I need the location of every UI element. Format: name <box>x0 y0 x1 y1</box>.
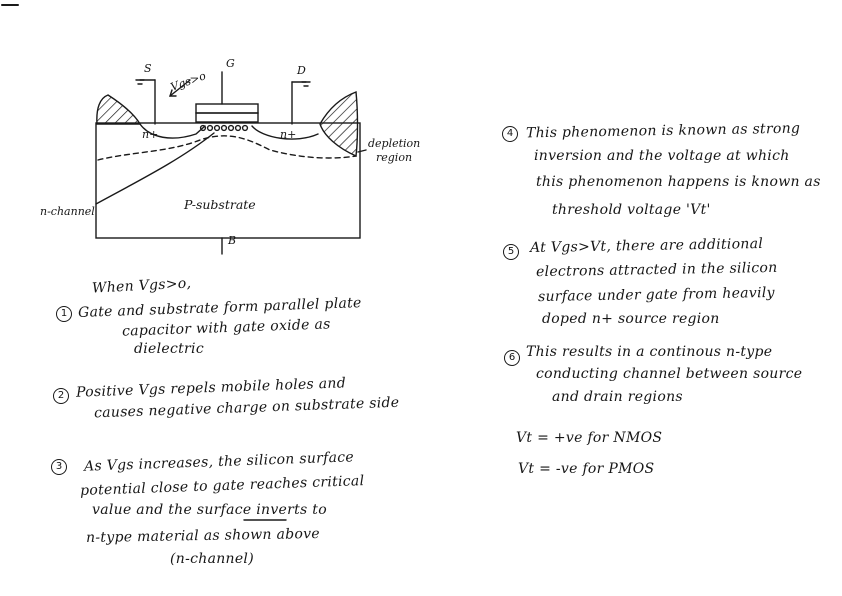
source-label: S <box>144 62 152 75</box>
gate-oxide <box>195 112 259 123</box>
point-5-line: doped n+ source region <box>542 311 720 327</box>
vt-pmos-text: Vt = -ve for PMOS <box>518 461 655 477</box>
point-number: 1 <box>56 306 72 322</box>
n-plus-right-boundary <box>251 125 319 140</box>
depletion-boundary <box>97 135 357 161</box>
n-plus-right-label: n+ <box>280 128 297 141</box>
vt-nmos-text: Vt = +ve for NMOS <box>516 430 663 446</box>
body-label: B <box>228 234 237 247</box>
point-number: 4 <box>502 126 518 142</box>
point-number: 2 <box>53 388 69 404</box>
point-4-line: this phenomenon happens is known as <box>536 174 821 190</box>
point-4-line: inversion and the voltage at which <box>534 148 790 164</box>
gate-label: G <box>226 57 235 70</box>
depletion-pointer <box>357 149 367 153</box>
n-plus-left-label: n+ <box>142 128 159 141</box>
point-number: 6 <box>504 350 520 366</box>
gate-electrode <box>195 103 259 114</box>
isolation-left <box>96 94 142 125</box>
point-1-line: dielectric <box>134 341 204 357</box>
point-3-line: (n-channel) <box>170 551 254 567</box>
point-6-line: This results in a continous n-type <box>526 344 773 360</box>
depletion-label: depletion <box>368 137 421 150</box>
vgs-arrow <box>169 79 191 97</box>
isolation-right <box>319 91 359 158</box>
substrate-label: P-substrate <box>184 197 256 212</box>
region-label: region <box>376 151 413 164</box>
point-4-line: threshold voltage 'Vt' <box>552 202 711 218</box>
n-channel-label: n-channel <box>40 205 95 218</box>
point-6-line: and drain regions <box>552 389 683 405</box>
n-plus-left-boundary <box>139 123 206 139</box>
n-channel-pointer <box>95 132 215 205</box>
channel-electrons <box>199 124 249 132</box>
point-3-line: value and the surface inverts to <box>92 502 327 518</box>
point-number: 3 <box>51 459 67 475</box>
point-6-line: conducting channel between source <box>536 366 803 382</box>
drain-label: D <box>297 64 306 77</box>
point-number: 5 <box>503 244 519 260</box>
substrate-block <box>95 122 361 239</box>
